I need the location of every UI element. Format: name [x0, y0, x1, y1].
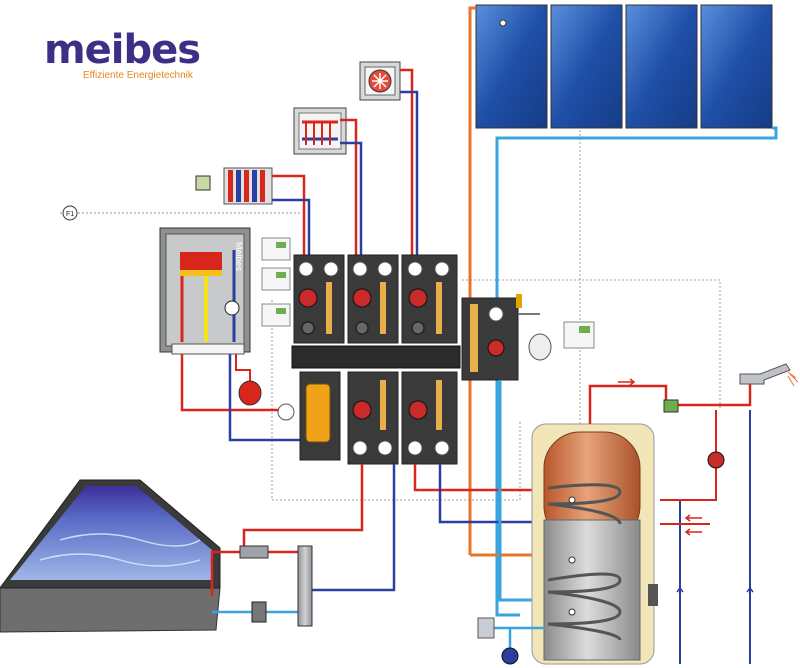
hydraulic-separator	[277, 371, 341, 461]
pump-group-row-top	[293, 254, 458, 344]
radiator	[195, 167, 273, 205]
distribution-manifold	[291, 345, 461, 369]
solar-collector-1	[475, 4, 548, 129]
safety-group-icon	[477, 617, 495, 639]
boiler-pump-icon	[224, 300, 240, 316]
pool-heat-exchanger	[297, 545, 313, 627]
solar-heat-exchanger-coil	[547, 572, 622, 641]
brand-tagline: Effiziente Energietechnik	[83, 70, 193, 81]
sensor-f1-label: F1	[66, 211, 74, 218]
circulation-pump-icon	[298, 288, 318, 308]
gas-boiler	[159, 227, 251, 355]
circulation-pump-icon	[352, 288, 372, 308]
hot-water-pipe	[588, 382, 752, 424]
thermometer-icon	[323, 261, 339, 277]
mixing-valve-icon	[355, 321, 369, 335]
circulation-pump-icon	[352, 400, 372, 420]
solar-collector-2	[550, 4, 623, 129]
thermometer-icon	[434, 440, 450, 456]
solar-return-pipe	[495, 126, 778, 617]
brand-logo: meibes	[44, 27, 201, 73]
thermometer-icon	[352, 440, 368, 456]
manifold-flow-pipe	[340, 118, 358, 255]
solar-to-tank-return	[498, 380, 545, 602]
circulation-return-pipe	[679, 410, 717, 664]
flow-arrow-icon	[676, 586, 684, 600]
room-controller-icon	[261, 303, 291, 327]
solar-collector-4	[700, 4, 773, 129]
circulation-pump-icon	[408, 288, 428, 308]
boiler-return-pipe	[228, 354, 300, 442]
control-cable-2	[462, 279, 721, 410]
mixing-valve-icon	[301, 321, 315, 335]
solar-collector-3	[625, 4, 698, 129]
thermometer-icon	[377, 261, 393, 277]
boiler-expansion-pipe	[235, 354, 251, 388]
sensor-f1-icon	[62, 205, 78, 221]
faucet-icon	[739, 363, 791, 385]
control-cable	[271, 300, 521, 501]
pool-circuit-pipe	[210, 550, 300, 596]
swimming-pool-icon	[10, 486, 212, 580]
radiator-return-pipe	[272, 198, 311, 255]
boiler-flow-pipe	[180, 354, 290, 412]
circulation-pump-icon	[487, 339, 505, 357]
flow-arrow-icon	[618, 378, 636, 386]
flow-arrow-icon	[684, 514, 702, 522]
pool-return-pipe	[310, 464, 396, 592]
boiler-brand-label: Meibes	[234, 242, 244, 272]
hydraulic-separator-icon	[305, 383, 331, 443]
radiator-flow-pipe	[272, 174, 306, 255]
solar-flow-pipe	[468, 6, 476, 555]
solar-collector-array	[475, 4, 773, 129]
storage-return-pipe	[438, 464, 545, 524]
storage-tank	[531, 423, 658, 665]
thermometer-icon	[377, 440, 393, 456]
flow-arrow-icon	[746, 586, 754, 600]
thermometer-icon	[407, 261, 423, 277]
fan-coil-unit	[359, 61, 401, 101]
solar-pump-station	[461, 294, 552, 381]
heat-exchanger-icon	[239, 545, 269, 559]
expansion-vessel-icon	[528, 333, 552, 361]
water-spray-icon	[787, 371, 799, 387]
heating-heat-exchanger-coil	[547, 483, 622, 525]
room-controller-group	[261, 237, 595, 349]
room-controller-icon	[261, 237, 291, 261]
thermometer-icon	[298, 261, 314, 277]
manifold-return-pipe	[340, 141, 363, 255]
flow-arrow-icon	[684, 528, 702, 536]
floor-heating-manifold	[293, 107, 347, 155]
thermometer-icon	[434, 261, 450, 277]
swimming-pool	[0, 479, 221, 633]
thermometer-icon	[407, 440, 423, 456]
thermostatic-mixer-icon	[663, 399, 679, 413]
solar-controller-icon	[563, 321, 595, 349]
collector-sensor-icon	[499, 19, 507, 27]
dhw-circulation-pipe	[660, 410, 717, 525]
room-thermostat-icon	[195, 175, 211, 191]
room-controller-icon	[261, 267, 291, 291]
pool-filter-icon	[251, 601, 267, 623]
expansion-vessel-icon	[238, 380, 262, 406]
thermometer-icon	[488, 306, 504, 322]
circulation-pump-icon	[408, 400, 428, 420]
mixing-valve-icon	[411, 321, 425, 335]
expansion-vessel-icon	[501, 647, 519, 665]
pump-group-row-bottom	[347, 371, 458, 465]
pool-flow-pipe	[242, 464, 364, 558]
storage-flow-pipe	[413, 464, 545, 492]
circulation-pump-icon	[707, 451, 725, 469]
thermometer-icon	[352, 261, 368, 277]
fan-coil-return-pipe	[400, 90, 419, 255]
fan-coil-flow-pipe	[400, 68, 414, 255]
